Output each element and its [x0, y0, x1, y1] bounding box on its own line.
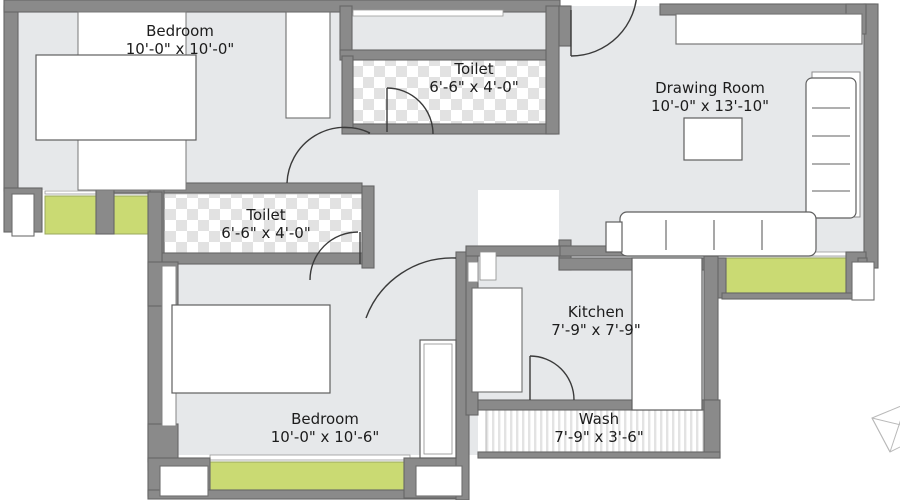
balcony-drawing-room [721, 257, 868, 297]
window-toilet-1-top [352, 9, 504, 17]
wardrobe-bedroom-2-inner [423, 343, 453, 455]
bed-1 [35, 54, 197, 141]
room-dim-drawing-room: 10'-0" x 13'-10" [651, 97, 769, 115]
room-label-kitchen: Kitchen [568, 303, 624, 321]
window-drawing-room-top [675, 13, 863, 45]
room-dim-kitchen: 7'-9" x 7'-9" [551, 321, 640, 339]
window-kitchen-small [467, 261, 479, 283]
wall-toilet2-bottom [161, 252, 363, 265]
room-dim-wash: 7'-9" x 3'-6" [554, 428, 643, 446]
window-kitchen-left [471, 287, 523, 393]
window-balcony-drawing-room [851, 261, 875, 301]
room-label-bedroom-2: Bedroom [291, 410, 359, 428]
compass-line-3 [889, 420, 900, 453]
wall-toilet1-right [545, 5, 560, 135]
room-label-toilet-1: Toilet [453, 60, 493, 78]
doors [286, 0, 637, 401]
window-balcony-bedroom-2-right [415, 465, 463, 497]
balcony-bedroom-2-rail [209, 454, 411, 461]
sofa-side-unit [805, 77, 857, 219]
tile-toilet-1 [352, 56, 556, 130]
door-toilet-1-arc [386, 87, 434, 135]
wall-pier-balcony1-right [95, 187, 115, 235]
coffee-table [683, 117, 743, 161]
sofa-three-seat [619, 211, 817, 257]
door-entry-arc [570, 0, 637, 57]
wall-kitchen-right [703, 249, 719, 413]
wall-bed1-partition-top [339, 5, 353, 55]
bed-2 [171, 304, 331, 394]
sofa-three-seat-arm [605, 221, 623, 253]
wall-right-outer [863, 3, 879, 269]
room-labels: Bedroom 10'-0" x 10'-0" Toilet 6'-6" x 4… [126, 22, 769, 446]
wall-toilet1-top [339, 49, 557, 61]
room-label-drawing-room: Drawing Room [655, 79, 765, 97]
room-label-bedroom-1: Bedroom [146, 22, 214, 40]
room-label-toilet-2: Toilet [245, 206, 285, 224]
door-bedroom-2-arc-visible [365, 257, 457, 319]
wall-wash-right [703, 399, 721, 459]
wall-toilet1-left [341, 55, 354, 129]
wall-toilet2-right [361, 185, 375, 269]
room-dim-toilet-1: 6'-6" x 4'-0" [429, 78, 518, 96]
wall-drawing-left-upper [558, 5, 572, 47]
wall-bed2-left [147, 191, 163, 463]
room-label-wash: Wash [579, 410, 619, 428]
door-kitchen-arc [529, 355, 575, 401]
window-bedroom-1-right [285, 11, 331, 119]
window-balcony-bedroom-2-left [159, 465, 209, 497]
tile-wash [486, 404, 712, 452]
room-dim-toilet-2: 6'-6" x 4'-0" [221, 224, 310, 242]
kitchen-counter [631, 257, 703, 411]
door-bedroom-1-arc [286, 126, 371, 184]
tile-toilet-2 [162, 194, 362, 262]
kitchen-counter-small [479, 251, 497, 281]
furniture [35, 54, 861, 459]
room-dim-bedroom-2: 10'-0" x 10'-6" [271, 428, 380, 446]
compass-line-1 [871, 417, 900, 426]
north-indicator [871, 405, 900, 453]
wall-top-right [659, 3, 876, 16]
wall-wash-bottom [477, 451, 721, 459]
door-toilet-2-swing [309, 231, 359, 281]
wall-left-outer [3, 5, 19, 192]
wall-balcony-drawing-bottom [721, 292, 868, 300]
compass-line-2 [871, 417, 891, 453]
wall-toilet1-bottom [341, 123, 557, 135]
room-dim-bedroom-1: 10'-0" x 10'-0" [126, 40, 235, 58]
window-balcony-bedroom-1 [11, 193, 35, 237]
